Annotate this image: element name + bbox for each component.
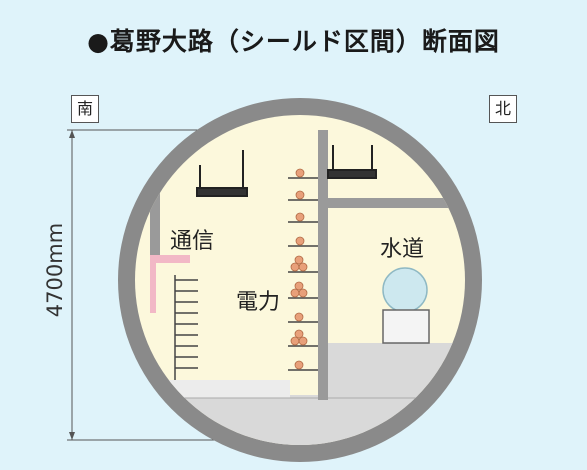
direction-north-label: 北 bbox=[489, 95, 517, 123]
power-cables bbox=[290, 168, 308, 370]
overhead-cable-tray-left bbox=[196, 150, 248, 197]
water-pipe bbox=[382, 267, 428, 313]
overhead-cable-tray-right bbox=[327, 145, 377, 179]
diagram-title: ●葛野大路（シールド区間）断面図 bbox=[87, 27, 500, 56]
water-compartment-label: 水道 bbox=[380, 237, 425, 262]
water-pipe-support bbox=[382, 309, 430, 344]
direction-south-label: 南 bbox=[71, 95, 99, 123]
communication-compartment-label: 通信 bbox=[170, 229, 215, 254]
water-ceiling-slab bbox=[328, 198, 465, 208]
partition-wall-left bbox=[318, 130, 328, 400]
tunnel-diameter-label: 4700mm bbox=[43, 222, 67, 318]
power-cable-shelves bbox=[288, 177, 318, 371]
comm-cable-rack bbox=[174, 275, 198, 380]
power-compartment-label: 電力 bbox=[236, 290, 281, 315]
